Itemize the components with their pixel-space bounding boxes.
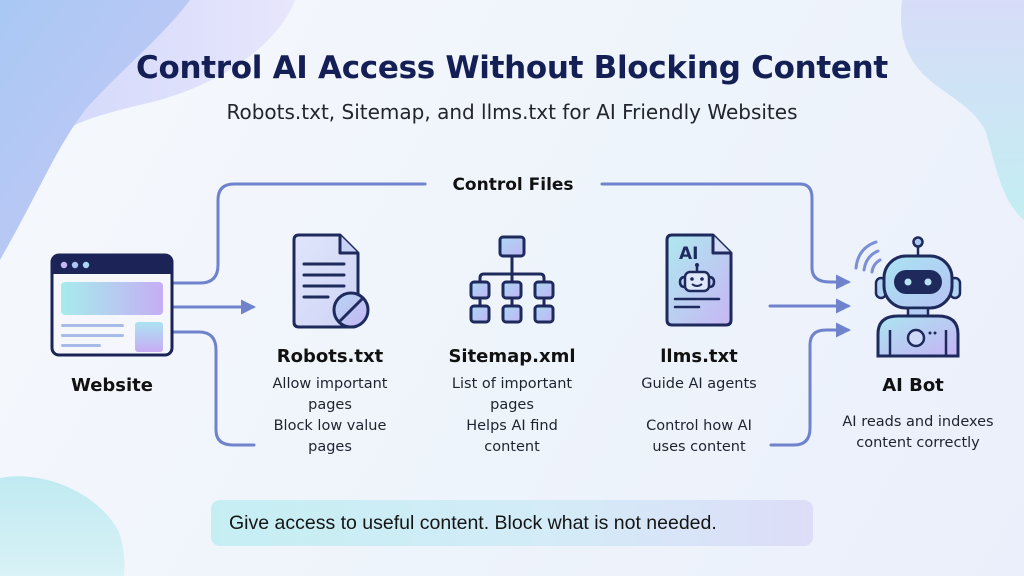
sitemap-title: Sitemap.xml	[448, 346, 576, 367]
robots-title: Robots.txt	[276, 346, 384, 367]
connector-top-bracket-right	[600, 182, 851, 290]
control-files-label: Control Files	[452, 175, 574, 195]
sitemap-hierarchy-icon	[469, 235, 555, 324]
browser-window-icon	[50, 253, 174, 357]
llms-title: llms.txt	[660, 346, 738, 367]
robot-icon	[854, 236, 962, 358]
blob-bottom-left	[0, 476, 125, 576]
blocked-document-icon	[292, 233, 370, 329]
connector-top-bracket-left	[170, 182, 427, 285]
llms-description: Guide AI agents Control how AI uses cont…	[641, 376, 757, 455]
connector-bottom-bracket	[170, 330, 256, 447]
ai-bot-title: AI Bot	[882, 375, 944, 396]
footer-message-text: Give access to useful content. Block wha…	[229, 511, 717, 534]
sitemap-description: List of important pages Helps AI find co…	[451, 376, 573, 455]
blob-top-left	[0, 0, 190, 260]
page-subtitle: Robots.txt, Sitemap, and llms.txt for AI…	[226, 100, 798, 124]
blob-top-right	[901, 0, 1024, 220]
ai-document-icon: AI	[665, 233, 733, 327]
ai-bot-description: AI reads and indexes content correctly	[842, 414, 994, 451]
ai-label: AI	[679, 244, 698, 264]
page-title: Control AI Access Without Blocking Conte…	[136, 50, 888, 86]
robots-description: Allow important pages Block low value pa…	[272, 376, 388, 455]
connector-bottom-return	[769, 322, 851, 447]
website-title: Website	[70, 375, 153, 396]
signal-waves-icon	[854, 240, 882, 274]
footer-message: Give access to useful content. Block wha…	[211, 500, 813, 546]
